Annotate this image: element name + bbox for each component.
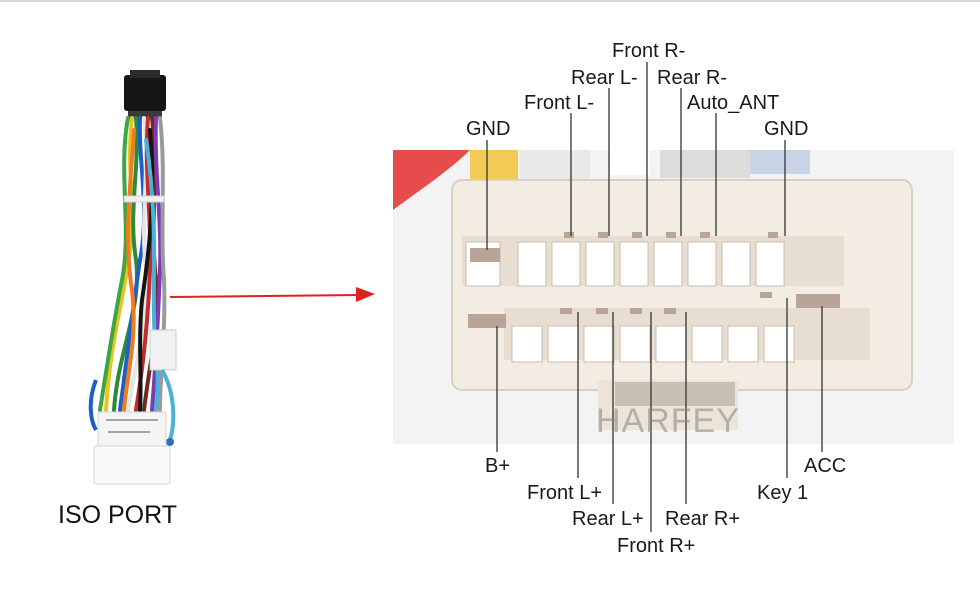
pin-leader-lines bbox=[486, 62, 823, 532]
pin-label-front-r-minus: Front R- bbox=[612, 40, 686, 62]
pin-label-rear-r-minus: Rear R- bbox=[657, 67, 728, 89]
arrow-right-icon bbox=[169, 287, 375, 302]
iso-harness-icon bbox=[88, 70, 177, 485]
pin-label-rear-r-plus: Rear R+ bbox=[665, 508, 741, 530]
pin-label-acc: ACC bbox=[804, 455, 847, 477]
pin-label-rear-l-minus: Rear L- bbox=[571, 67, 638, 89]
iso-port-caption: ISO PORT bbox=[58, 501, 178, 529]
pin-label-front-l-plus: Front L+ bbox=[527, 482, 603, 504]
pin-label-rear-l-plus: Rear L+ bbox=[572, 508, 644, 530]
pin-label-front-l-minus: Front L- bbox=[524, 92, 595, 114]
connector-photo bbox=[393, 150, 954, 444]
pin-label-b-plus: B+ bbox=[485, 455, 511, 477]
pin-label-auto-ant: Auto_ANT bbox=[687, 92, 780, 114]
pin-label-gnd-left: GND bbox=[466, 118, 511, 140]
watermark-text: HARFEY bbox=[596, 402, 740, 440]
pin-label-gnd-right: GND bbox=[764, 118, 809, 140]
pin-label-front-r-plus: Front R+ bbox=[617, 535, 696, 557]
top-divider bbox=[0, 0, 980, 2]
pin-label-key-1: Key 1 bbox=[757, 482, 809, 504]
